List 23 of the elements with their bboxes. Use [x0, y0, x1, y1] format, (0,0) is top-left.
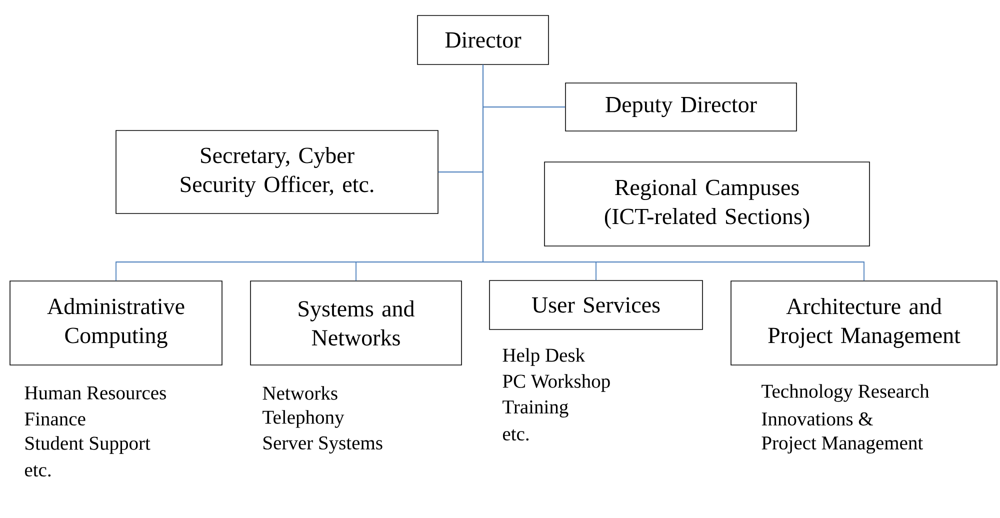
connector-line	[482, 64, 864, 282]
list-item: Project Management	[762, 436, 923, 454]
list-item: Human Resources	[24, 386, 166, 400]
org-box: User Services	[489, 280, 703, 330]
list-item: Networks	[262, 386, 338, 400]
org-box: Systems and Networks	[250, 280, 462, 366]
list-item: Finance	[24, 412, 86, 426]
list-item: etc.	[502, 429, 529, 441]
list-item: Innovations &	[762, 412, 873, 426]
list-item: PC Workshop	[502, 374, 610, 392]
org-box: Director	[417, 15, 549, 65]
list-item: Telephony	[262, 410, 344, 428]
org-box: Administrative Computing	[10, 280, 222, 366]
org-box: Architecture and Project Management	[730, 280, 998, 366]
list-item: Help Desk	[502, 348, 586, 366]
org-box: Deputy Director	[565, 82, 797, 132]
list-item: etc.	[24, 465, 51, 477]
org-box: Regional Campuses (ICT-related Sections)	[544, 162, 870, 246]
list-item: Student Support	[26, 436, 150, 454]
list-item: Server Systems	[264, 436, 382, 454]
org-box: Secretary, Cyber Security Officer, etc.	[116, 130, 438, 214]
list-item: Training	[502, 400, 568, 418]
list-item: Technology Research	[762, 384, 930, 402]
